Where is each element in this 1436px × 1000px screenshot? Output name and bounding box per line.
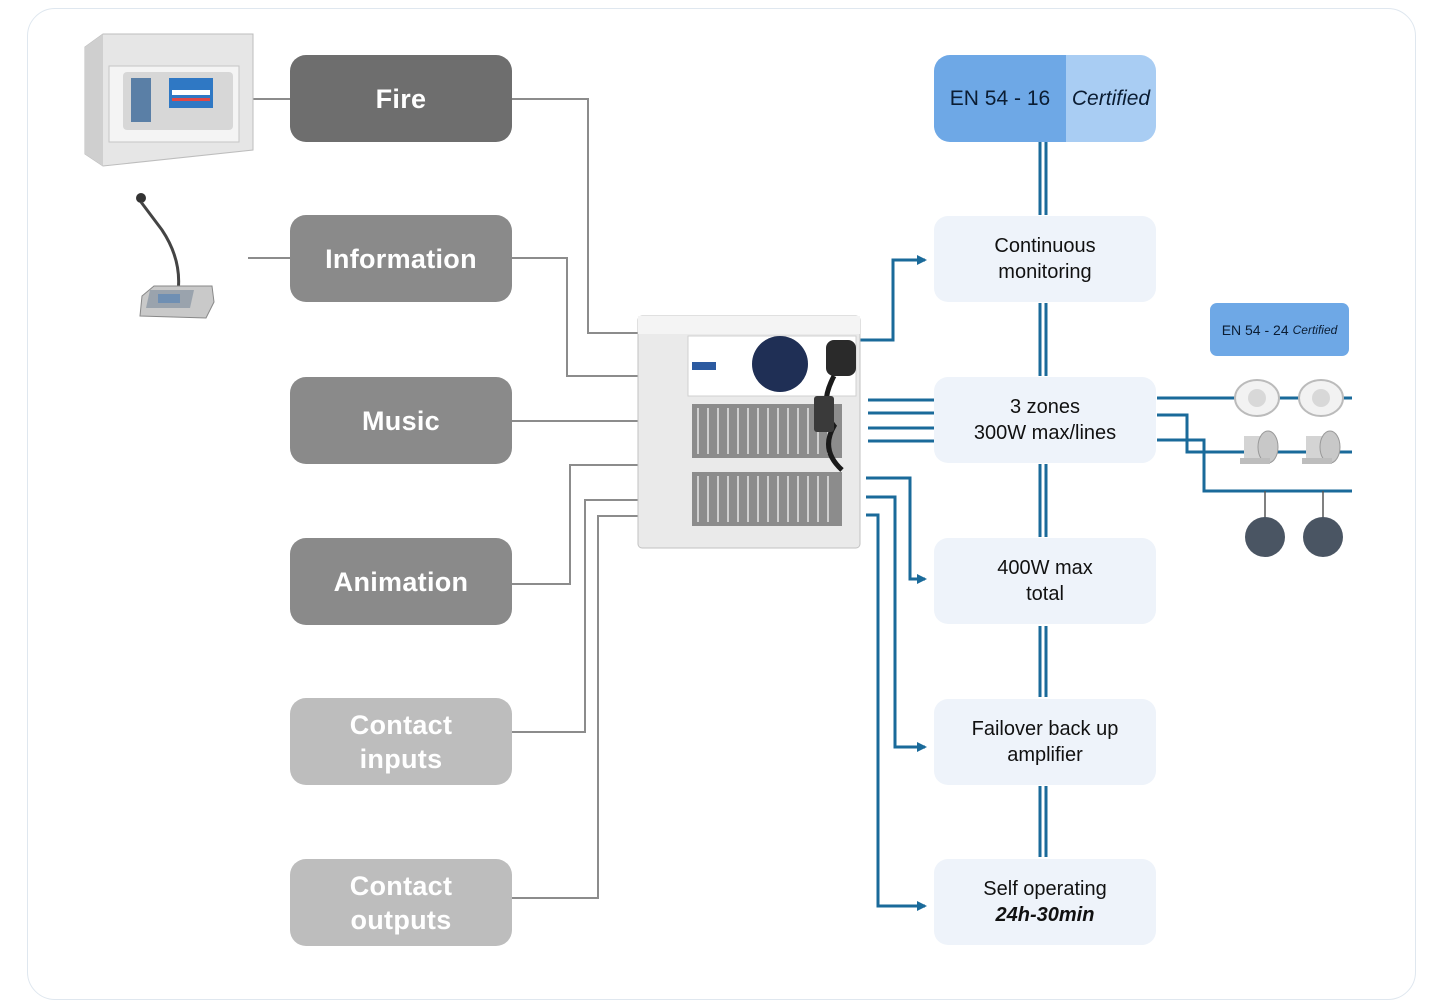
paging-microphone-icon [136, 193, 215, 319]
source-music: Music [290, 377, 512, 464]
source-contact-inputs-line2: inputs [359, 743, 443, 774]
speaker-certification-standard: EN 54 - 24 [1221, 321, 1289, 338]
source-animation: Animation [290, 538, 512, 625]
source-fire: Fire [290, 55, 512, 142]
certification-status: Certified [1066, 55, 1156, 142]
feature-zones: 3 zones 300W max/lines [934, 377, 1156, 463]
wire-contact-inputs [512, 499, 640, 733]
source-contact-inputs-line1: Contact [349, 709, 453, 740]
feature-zones-line2: 300W max/lines [973, 422, 1117, 444]
certification-en54-24: EN 54 - 24 Certified [1210, 303, 1349, 356]
source-fire-label: Fire [375, 83, 427, 114]
feature-power-line2: total [1026, 583, 1064, 605]
feature-monitoring-line2: monitoring [998, 261, 1092, 283]
wire-fire [512, 98, 640, 334]
certification-en54-16: EN 54 - 16 Certified [934, 55, 1156, 142]
feature-monitoring: Continuous monitoring [934, 216, 1156, 302]
wire-animation [512, 464, 640, 585]
fire-alarm-panel-icon [84, 33, 254, 167]
feature-failover-line1: Failover back up [971, 718, 1119, 740]
source-information-label: Information [325, 243, 477, 274]
speakers-group [1234, 379, 1344, 557]
source-contact-outputs-line2: outputs [350, 904, 452, 935]
source-information: Information [290, 215, 512, 302]
wire-information [512, 257, 640, 377]
ceiling-speaker-icon [1234, 379, 1280, 417]
source-contact-outputs-line1: Contact [349, 870, 453, 901]
feature-self-operating: Self operating 24h-30min [934, 859, 1156, 945]
feature-monitoring-line1: Continuous [994, 235, 1096, 257]
source-music-label: Music [361, 405, 441, 436]
speaker-certification-status: Certified [1292, 322, 1338, 337]
feature-zones-line1: 3 zones [1009, 396, 1081, 418]
feature-self-operating-line1: Self operating [983, 878, 1107, 900]
source-animation-label: Animation [333, 566, 469, 597]
horn-speaker-icon [1302, 430, 1341, 464]
voice-alarm-cabinet-icon [637, 315, 861, 549]
ceiling-speaker-icon [1298, 379, 1344, 417]
feature-self-operating-line2: 24h-30min [995, 904, 1095, 926]
connection-wires [248, 98, 1352, 911]
feature-power: 400W max total [934, 538, 1156, 624]
pendant-sphere-speaker-icon [1303, 491, 1343, 557]
feature-failover-line2: amplifier [1007, 744, 1083, 766]
feature-failover: Failover back up amplifier [934, 699, 1156, 785]
wire-contact-outputs [512, 515, 640, 899]
pendant-sphere-speaker-icon [1245, 491, 1285, 557]
source-contact-outputs: Contact outputs [290, 859, 512, 946]
horn-speaker-icon [1240, 430, 1279, 464]
source-contact-inputs: Contact inputs [290, 698, 512, 785]
certification-standard: EN 54 - 16 [934, 55, 1066, 142]
feature-power-line1: 400W max [997, 557, 1093, 579]
